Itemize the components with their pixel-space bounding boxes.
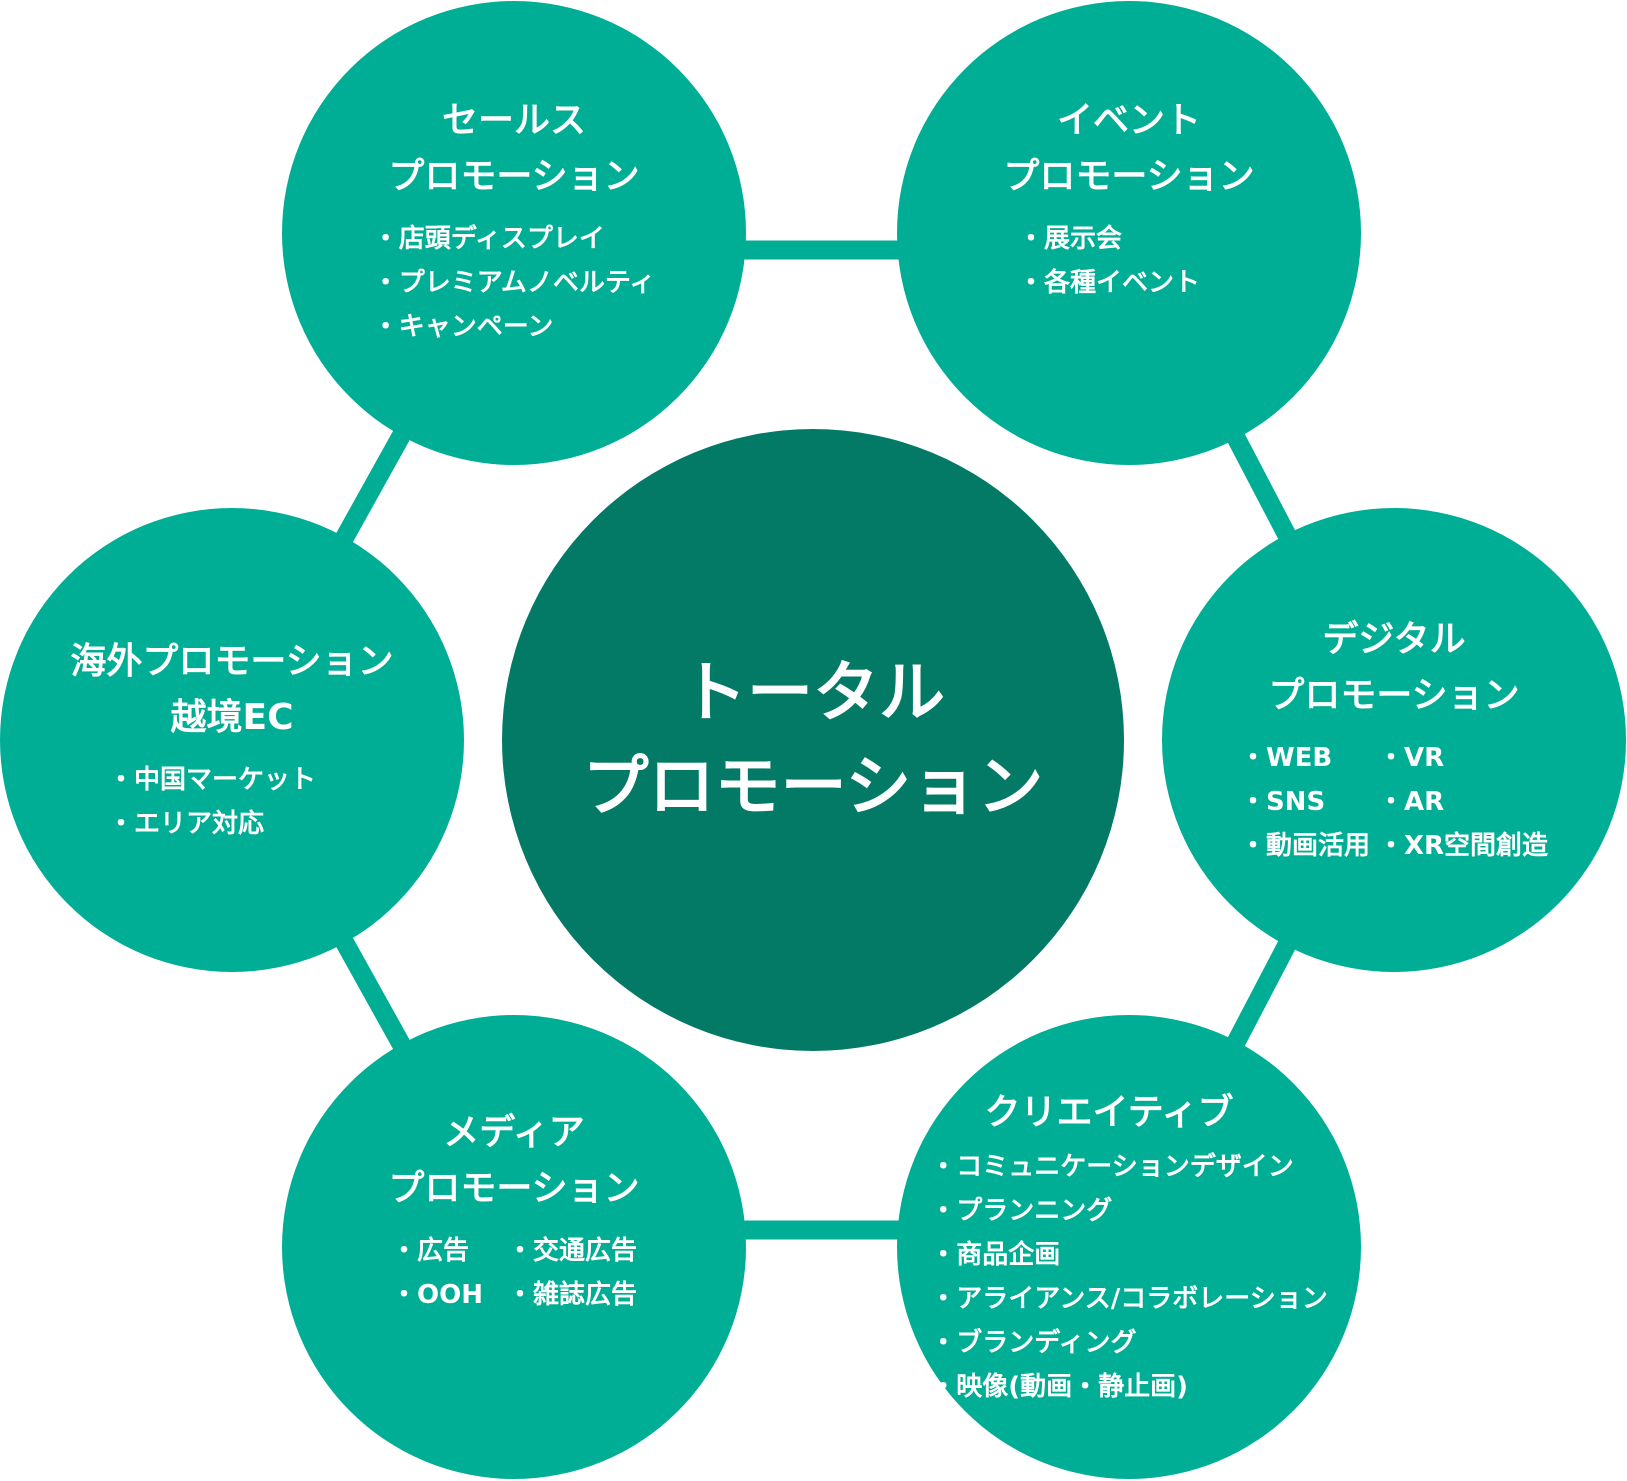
node-creative: クリエイティブ コミュニケーションデザイン プランニング 商品企画 アライアンス… (897, 1015, 1361, 1479)
list-item: OOH (391, 1273, 483, 1317)
center-title-line1: トータル (681, 654, 945, 731)
list-item: ブランディング (930, 1321, 1327, 1365)
node-title: プロモーション (388, 1168, 640, 1209)
node-title: セールス (441, 100, 586, 141)
node-title: 海外プロモーション (70, 641, 394, 682)
list-item: プレミアムノベルティ (373, 261, 656, 305)
node-title: プロモーション (388, 156, 640, 197)
node-title: 越境EC (170, 697, 294, 738)
list-item: 各種イベント (1018, 261, 1200, 305)
list-item: VR (1378, 736, 1548, 780)
list-item: キャンペーン (373, 305, 656, 349)
node-title: イベント (1056, 100, 1201, 141)
list-item: 広告 (391, 1229, 483, 1273)
list-item: SNS (1240, 780, 1370, 824)
node-item-list: 広告 交通広告 OOH 雑誌広告 (391, 1229, 637, 1317)
node-item-list: WEB VR SNS AR 動画活用 XR空間創造 (1240, 736, 1548, 868)
node-event-promotion: イベント プロモーション 展示会 各種イベント (897, 1, 1361, 465)
node-title: メディア (443, 1112, 585, 1153)
node-item-list: 展示会 各種イベント (1018, 217, 1200, 305)
center-title-line2: プロモーション (582, 748, 1044, 825)
list-item: プランニング (930, 1189, 1327, 1233)
list-item: 動画活用 (1240, 824, 1370, 868)
list-item: 交通広告 (507, 1229, 637, 1273)
list-item: 中国マーケット (108, 758, 316, 802)
list-item: AR (1378, 780, 1548, 824)
node-item-list: コミュニケーションデザイン プランニング 商品企画 アライアンス/コラボレーショ… (930, 1145, 1327, 1409)
node-media-promotion: メディア プロモーション 広告 交通広告 OOH 雑誌広告 (282, 1015, 746, 1479)
list-item: アライアンス/コラボレーション (930, 1277, 1327, 1321)
list-item: エリア対応 (108, 802, 316, 846)
list-item: 展示会 (1018, 217, 1200, 261)
node-title: デジタル (1322, 619, 1466, 660)
list-item: 雑誌広告 (507, 1273, 637, 1317)
node-overseas-promotion: 海外プロモーション 越境EC 中国マーケット エリア対応 (0, 508, 464, 972)
list-item: 店頭ディスプレイ (373, 217, 656, 261)
list-item: 映像(動画・静止画) (930, 1365, 1327, 1409)
list-item: XR空間創造 (1378, 824, 1548, 868)
list-item: WEB (1240, 736, 1370, 780)
node-title: クリエイティブ (984, 1092, 1234, 1133)
node-title: プロモーション (1268, 675, 1520, 716)
node-item-list: 店頭ディスプレイ プレミアムノベルティ キャンペーン (373, 217, 656, 349)
list-item: 商品企画 (930, 1233, 1327, 1277)
node-digital-promotion: デジタル プロモーション WEB VR SNS AR 動画活用 XR空間創造 (1162, 508, 1626, 972)
node-title: プロモーション (1003, 156, 1255, 197)
center-node-total-promotion: トータル プロモーション (502, 429, 1124, 1051)
node-sales-promotion: セールス プロモーション 店頭ディスプレイ プレミアムノベルティ キャンペーン (282, 1, 746, 465)
node-item-list: 中国マーケット エリア対応 (108, 758, 316, 846)
list-item: コミュニケーションデザイン (930, 1145, 1327, 1189)
